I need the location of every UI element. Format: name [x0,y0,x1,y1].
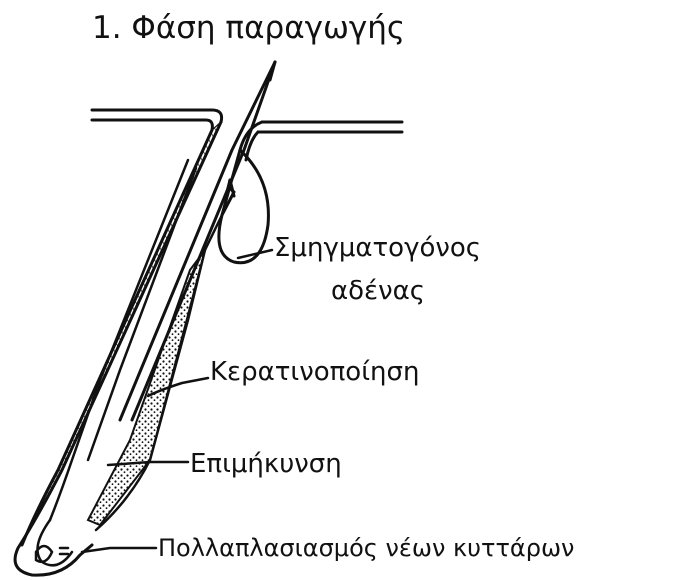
label-keratinization: Κερατινοποίηση [210,356,419,388]
label-elongation: Επιμήκυνση [190,448,342,480]
diagram-title: 1. Φάση παραγωγής [92,8,405,48]
label-sebaceous-gland-line2: αδένας [331,275,425,307]
follicle-outer-wall [15,122,262,575]
label-sebaceous-gland-line1: Σμηγματογόνος [274,232,481,264]
label-new-cell-multiplication: Πολλαπλασιασμός νέων κυττάρων [158,532,574,564]
hair-bulb [36,520,72,565]
